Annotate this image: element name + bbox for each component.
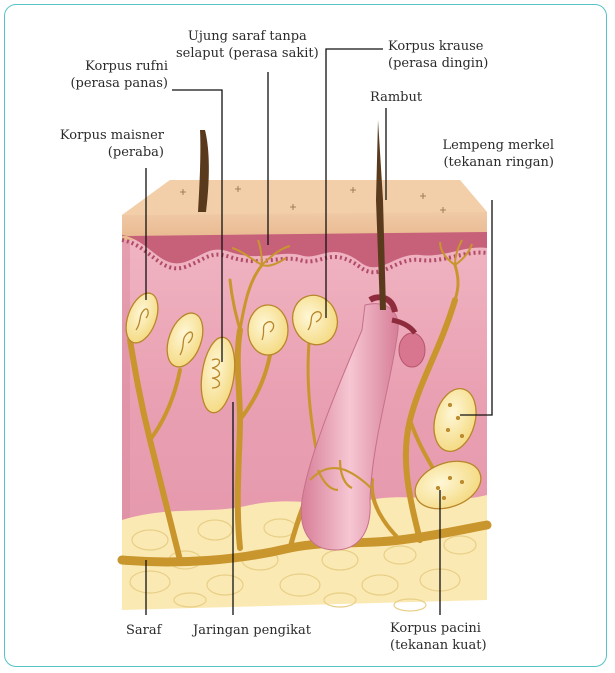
basal-dots — [121, 238, 488, 275]
pacinian-corpuscle — [414, 460, 482, 510]
label-lempeng-merkel-line2: (tekanan ringan) — [443, 155, 554, 170]
leader-lines — [145, 48, 493, 615]
dermis-side-shadow — [122, 220, 130, 575]
ruffini-corpuscle — [200, 336, 236, 414]
meissner-corpuscles — [125, 292, 339, 368]
label-korpus-rufni: Korpus rufni (perasa panas) — [66, 58, 168, 92]
merkel-disc — [433, 388, 477, 452]
label-rambut: Rambut — [370, 89, 422, 106]
leader-korpus-rufni — [172, 89, 223, 362]
epidermis-surface — [122, 180, 487, 215]
label-korpus-rufni-line2: (perasa panas) — [70, 76, 168, 91]
hair-shaft — [376, 120, 386, 310]
label-korpus-rufni-line1: Korpus rufni — [85, 59, 168, 74]
label-ujung-saraf: Ujung saraf tanpa selaput (perasa sakit) — [176, 28, 319, 62]
hair-bulb-nerve — [309, 459, 372, 492]
label-saraf-text: Saraf — [126, 623, 162, 638]
label-ujung-saraf-line1: Ujung saraf tanpa — [187, 29, 307, 44]
label-korpus-krause: Korpus krause (perasa dingin) — [388, 38, 488, 72]
label-korpus-pacini: Korpus pacini (tekanan kuat) — [390, 620, 487, 654]
leader-lempeng-merkel — [460, 200, 493, 416]
label-korpus-maisner-line1: Korpus maisner — [59, 128, 164, 143]
arrector-muscle — [391, 317, 418, 335]
label-jaringan-pengikat: Jaringan pengikat — [193, 622, 311, 639]
subcutaneous-fat-layer — [122, 495, 487, 610]
label-korpus-pacini-line2: (tekanan kuat) — [390, 638, 487, 653]
label-saraf: Saraf — [126, 622, 161, 639]
label-korpus-maisner-line2: (peraba) — [107, 145, 164, 160]
label-korpus-maisner: Korpus maisner (peraba) — [50, 127, 164, 161]
label-rambut-text: Rambut — [370, 90, 423, 105]
label-ujung-saraf-line2: selaput (perasa sakit) — [176, 46, 319, 61]
label-lempeng-merkel: Lempeng merkel (tekanan ringan) — [440, 137, 554, 171]
label-korpus-pacini-line1: Korpus pacini — [390, 621, 481, 636]
label-korpus-krause-line2: (perasa dingin) — [388, 56, 489, 71]
label-lempeng-merkel-line1: Lempeng merkel — [442, 138, 554, 153]
hair-follicle — [300, 303, 399, 551]
free-nerve-endings — [231, 239, 473, 267]
hair-on-surface — [198, 130, 209, 212]
basal-layer — [122, 232, 487, 268]
leader-korpus-krause — [325, 48, 383, 318]
label-jaringan-pengikat-text: Jaringan pengikat — [193, 623, 312, 638]
sebaceous-gland — [398, 332, 426, 368]
label-korpus-krause-line1: Korpus krause — [388, 39, 484, 54]
